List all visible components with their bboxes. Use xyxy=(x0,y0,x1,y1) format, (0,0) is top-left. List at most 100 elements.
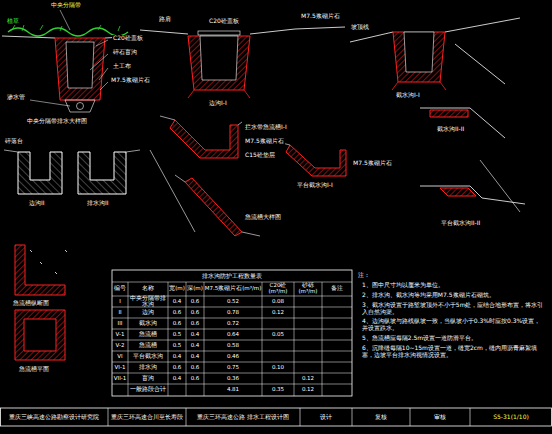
table-cell: 0.12 xyxy=(294,384,322,396)
title-block-text: 重庆三峡高速公路勘察设计研究院 xyxy=(0,408,108,426)
part-label: 路肩 xyxy=(158,16,172,23)
table-cell: 0.52 xyxy=(204,296,262,307)
part-label: 急流槽平面 xyxy=(18,366,50,373)
table-cell: VII-1 xyxy=(112,373,128,384)
table-cell: 0.35 xyxy=(262,384,294,396)
table-cell: I xyxy=(112,296,128,307)
note-text: 6、沉降缝每隔10~15m设置一道，缝宽2cm，缝内用沥青麻絮填塞，边坡平台排水… xyxy=(362,345,546,359)
table-cell: 0.6 xyxy=(168,318,186,329)
part-label: 坡顶线 xyxy=(350,24,370,31)
table-cell: 4.81 xyxy=(204,384,262,396)
table-cell: 0.5 xyxy=(168,329,186,340)
part-label: 土工布 xyxy=(112,63,132,70)
title-block-text: 复核 xyxy=(352,408,410,426)
table-cell: 排水沟 xyxy=(128,362,168,373)
table-cell: 0.6 xyxy=(186,318,204,329)
table-cell: VI xyxy=(112,351,128,362)
part-label: 截水沟I-I xyxy=(395,92,421,99)
table-cell: 0.6 xyxy=(186,296,204,307)
part-label: M7.5浆砌片石 xyxy=(110,77,151,84)
part-label: 平台截水沟II-II xyxy=(440,220,481,227)
part-label: M7.5浆砌片石 xyxy=(352,160,393,167)
table-cell: 0.05 xyxy=(262,329,294,340)
table-cell: 0.10 xyxy=(262,362,294,373)
part-label: 急流槽纵断面 xyxy=(12,300,50,307)
part-label: M7.5浆砌片石 xyxy=(300,13,341,20)
table-cell: 0.4 xyxy=(168,373,186,384)
note-text: 5、急流槽应每隔2.5m设置一道防滑平台。 xyxy=(362,335,546,342)
table-cell: 0.64 xyxy=(204,329,262,340)
table-cell: 0.4 xyxy=(168,351,186,362)
table-cell: 中央分隔带排水沟 xyxy=(128,296,168,307)
table-cell: 平台截水沟 xyxy=(128,351,168,362)
title-block-text: 重庆三环高速合川至长寿段 xyxy=(108,408,186,426)
note-text: 2、排水沟、截水沟等均采用M7.5浆砌片石砌筑。 xyxy=(362,292,546,299)
table-cell: 0.6 xyxy=(186,373,204,384)
table-cell: 急流槽 xyxy=(128,340,168,351)
part-label: 拦水带急流槽I-I xyxy=(244,124,288,131)
table-cell: 名称 xyxy=(128,282,168,296)
table-cell: 0.12 xyxy=(294,373,322,384)
table-cell: V-2 xyxy=(112,340,128,351)
table-cell: 0.4 xyxy=(186,351,204,362)
part-label: 中央分隔带 xyxy=(50,2,82,9)
table-cell: 编号 xyxy=(112,282,128,296)
table-cell: 0.58 xyxy=(204,340,262,351)
table-cell: 盲沟 xyxy=(128,373,168,384)
table-cell: 边沟 xyxy=(128,307,168,318)
part-label: 排水沟II xyxy=(86,200,110,207)
part-label: C15砼垫层 xyxy=(244,152,276,159)
table-cell: M7.5浆砌片石(m³/m) xyxy=(204,282,262,296)
table-cell: VI-1 xyxy=(112,362,128,373)
table-cell: 0.4 xyxy=(186,340,204,351)
table-cell: C20砼(m³/m) xyxy=(262,282,294,296)
table-cell: 宽(m) xyxy=(168,282,186,296)
part-label: 边沟I-I xyxy=(208,100,228,107)
note-text: 1、图中尺寸均以厘米为单位。 xyxy=(362,282,546,289)
note-text: 注： xyxy=(358,272,538,279)
title-block-text: 审核 xyxy=(410,408,470,426)
table-cell: 0.72 xyxy=(204,318,262,329)
table-cell: 0.75 xyxy=(204,362,262,373)
part-label: C20砼盖板 xyxy=(208,18,240,25)
title-block-text: 设计 xyxy=(300,408,352,426)
table-cell: 0.6 xyxy=(186,362,204,373)
table-cell: 0.6 xyxy=(168,362,186,373)
table-cell: 0.12 xyxy=(262,307,294,318)
table-cell: 备注 xyxy=(322,282,352,296)
table-cell: 0.4 xyxy=(186,329,204,340)
table-cell: 0.46 xyxy=(204,351,262,362)
part-label: 渗水管 xyxy=(6,94,26,101)
table-cell: 截水沟 xyxy=(128,318,168,329)
table-cell: II xyxy=(112,307,128,318)
table-cell: 急流槽 xyxy=(128,329,168,340)
part-label: M7.5浆砌片石 xyxy=(244,138,285,145)
title-block-text: 重庆三环高速公路 排水工程设计图 xyxy=(186,408,300,426)
title-block-text: S5-31(1/10) xyxy=(470,408,552,426)
table-title: 排水沟防护工程数量表 xyxy=(112,270,352,282)
part-label: 中央分隔带排水大样图 xyxy=(26,118,88,125)
part-label: 边沟II xyxy=(28,200,46,207)
part-label: C20砼盖板 xyxy=(112,35,144,42)
table-cell: V-1 xyxy=(112,329,128,340)
part-label: 碎落台 xyxy=(4,138,24,145)
part-label: 急流槽大样图 xyxy=(244,214,282,221)
table-cell: 0.6 xyxy=(168,307,186,318)
part-label: 平台截水沟I-I xyxy=(296,182,334,189)
table-cell: 0.5 xyxy=(168,340,186,351)
note-text: 4、边沟纵坡与路线纵坡一致，当纵坡小于0.3%时应按0.3%设置，并设置跌水。 xyxy=(362,318,546,332)
table-cell: 砂砾(m³/m) xyxy=(294,282,322,296)
table-cell: 一般路段合计 xyxy=(128,384,168,396)
part-label: 截水沟II-II xyxy=(436,126,465,133)
table-cell: III xyxy=(112,318,128,329)
table-cell: 0.08 xyxy=(262,296,294,307)
table-cell: 0.6 xyxy=(186,307,204,318)
part-label: 植草 xyxy=(6,18,20,25)
table-cell: 深(m) xyxy=(186,282,204,296)
table-cell: 0.36 xyxy=(204,373,262,384)
table-cell: 0.4 xyxy=(168,296,186,307)
part-label: 碎石盲沟 xyxy=(112,49,138,56)
table-cell: 0.78 xyxy=(204,307,262,318)
note-text: 3、截水沟设置于路堑坡顶外不小于5m处，应结合地形布置，将水引入自然沟渠。 xyxy=(362,302,546,316)
